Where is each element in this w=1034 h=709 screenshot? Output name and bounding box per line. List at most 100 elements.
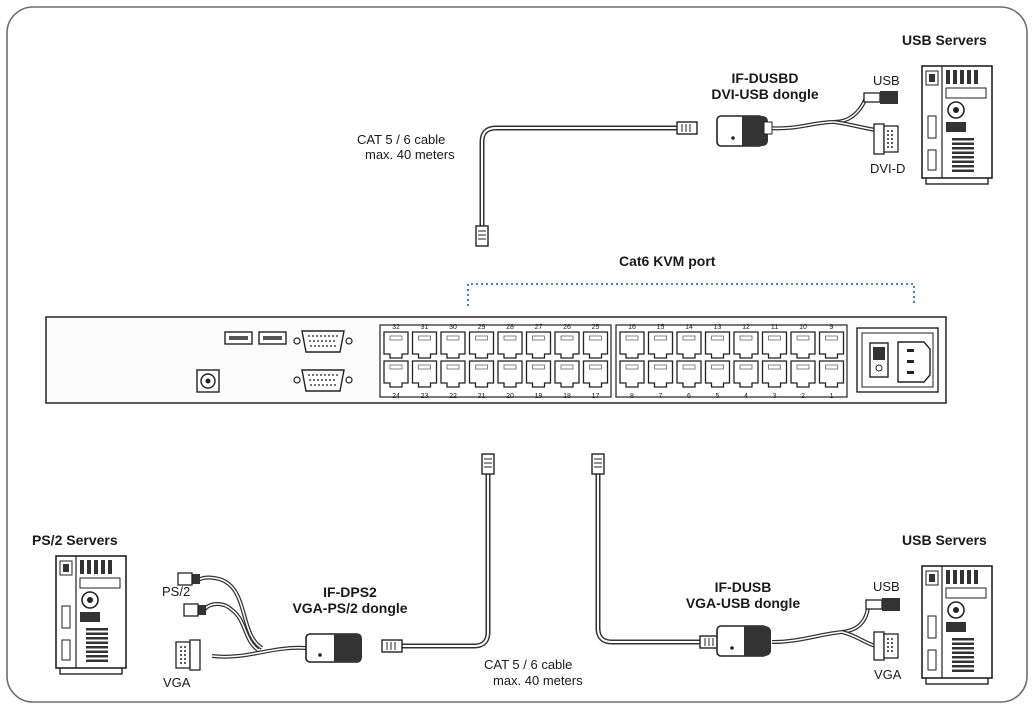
rj45-port-icon: [497, 360, 523, 388]
cable-top-label-line2: max. 40 meters: [365, 147, 455, 162]
rj45-plug-icon: [591, 453, 605, 475]
usb-connector-top-label: USB: [873, 73, 900, 88]
usb-connector-bottom-label: USB: [873, 579, 900, 594]
rj45-plug-icon: [475, 225, 489, 247]
rj45-port-icon: [383, 360, 409, 388]
usb-plug-icon: [863, 91, 898, 104]
cat-cable-bottom-right: [595, 471, 703, 645]
rj45-plug-icon: [381, 639, 403, 653]
rj45-port-icon: [733, 331, 759, 359]
rj45-port-icon: [619, 360, 645, 388]
port-number: 15: [657, 324, 665, 331]
dvi-plug-icon: [873, 123, 899, 155]
rj45-port-icon: [761, 360, 788, 388]
power-jack-icon: [196, 369, 220, 393]
usb-plug-icon: [865, 598, 900, 611]
rj45-port-icon: [440, 331, 466, 359]
dongle-dps2-model: IF-DPS2: [323, 584, 377, 600]
usb-port-icon: [258, 331, 287, 345]
port-number: 14: [685, 324, 693, 331]
port-number: 25: [592, 324, 600, 331]
port-number: 31: [421, 324, 429, 331]
rj45-plug-icon: [676, 121, 698, 135]
port-number: 22: [449, 393, 457, 400]
port-number: 5: [716, 393, 720, 400]
ps2-connector-label: PS/2: [162, 584, 191, 599]
rj45-port-icon: [525, 331, 552, 359]
rj45-port-icon: [582, 360, 609, 388]
rj45-port-icon: [790, 331, 816, 359]
vga-plug-icon: [873, 631, 899, 661]
cable-bottom-label-line1: CAT 5 / 6 cable: [484, 657, 573, 672]
port-number: 27: [535, 324, 543, 331]
port-number: 12: [742, 324, 750, 331]
dvi-usb-dongle-icon: [716, 97, 877, 147]
rj45-port-icon: [619, 331, 645, 359]
port-number: 6: [687, 393, 691, 400]
dvi-d-connector-label: DVI-D: [870, 161, 906, 176]
rj45-port-icon: [497, 331, 523, 359]
server-tower-icon: [55, 555, 127, 675]
cable-top-label-line1: CAT 5 / 6 cable: [357, 132, 446, 147]
port-number: 4: [744, 393, 748, 400]
rj45-port-icon: [383, 331, 409, 359]
ps2-servers-label: PS/2 Servers: [32, 532, 118, 548]
port-number: 20: [506, 393, 514, 400]
rj45-port-icon: [647, 360, 674, 388]
vga-connector-right-label: VGA: [874, 667, 902, 682]
dongle-dusb-desc: VGA-USB dongle: [685, 595, 801, 611]
vga-connector-left-label: VGA: [163, 675, 191, 690]
port-number: 9: [830, 324, 834, 331]
ps2-plug-icon: [183, 603, 206, 617]
rj45-port-icon: [440, 360, 466, 388]
dongle-dusbd-model: IF-DUSBD: [731, 70, 799, 86]
kvm-port-bracket: [467, 283, 915, 306]
power-inlet: [856, 327, 939, 393]
rj45-port-icon: [818, 360, 845, 388]
port-number: 21: [478, 393, 486, 400]
kvm-port-label: Cat6 KVM port: [619, 253, 716, 269]
rj45-port-icon: [647, 331, 674, 359]
rj45-port-icon: [411, 331, 438, 359]
ps2-plug-icon: [177, 572, 200, 586]
port-number: 13: [714, 324, 722, 331]
port-number: 26: [563, 324, 571, 331]
port-number: 28: [506, 324, 514, 331]
port-number: 17: [592, 393, 600, 400]
vga-plug-icon: [175, 639, 201, 671]
rj45-port-icon: [554, 331, 580, 359]
usb-servers-bottom-label: USB Servers: [902, 532, 987, 548]
rj45-plug-icon: [481, 453, 495, 475]
port-number: 2: [801, 393, 805, 400]
port-number: 8: [630, 393, 634, 400]
rj45-port-icon: [525, 360, 552, 388]
dongle-dps2-desc: VGA-PS/2 dongle: [292, 600, 408, 616]
rj45-port-icon: [411, 360, 438, 388]
port-number: 3: [773, 393, 777, 400]
rj45-port-icon: [468, 331, 495, 359]
rj45-port-icon: [761, 331, 788, 359]
port-number: 11: [771, 324, 778, 331]
port-number: 7: [659, 393, 663, 400]
rj45-port-icon: [582, 331, 609, 359]
rj45-port-icon: [704, 360, 731, 388]
vga-port-icon: [293, 369, 353, 392]
cable-bottom-label-line2: max. 40 meters: [493, 673, 583, 688]
port-number: 29: [478, 324, 486, 331]
port-number: 24: [392, 393, 400, 400]
rj45-port-icon: [790, 360, 816, 388]
cat-cable-bottom-left: [397, 471, 491, 649]
vga-port-icon: [293, 330, 353, 353]
dongle-dusb-model: IF-DUSB: [714, 579, 772, 595]
port-number: 10: [799, 324, 807, 331]
dongle-dusbd-desc: DVI-USB dongle: [711, 86, 819, 102]
rj45-port-icon: [676, 360, 702, 388]
rj45-port-icon: [676, 331, 702, 359]
rj45-port-icon: [818, 331, 845, 359]
rj45-port-icon: [554, 360, 580, 388]
usb-port-icon: [224, 331, 253, 345]
port-number: 18: [563, 393, 571, 400]
port-number: 19: [535, 393, 543, 400]
